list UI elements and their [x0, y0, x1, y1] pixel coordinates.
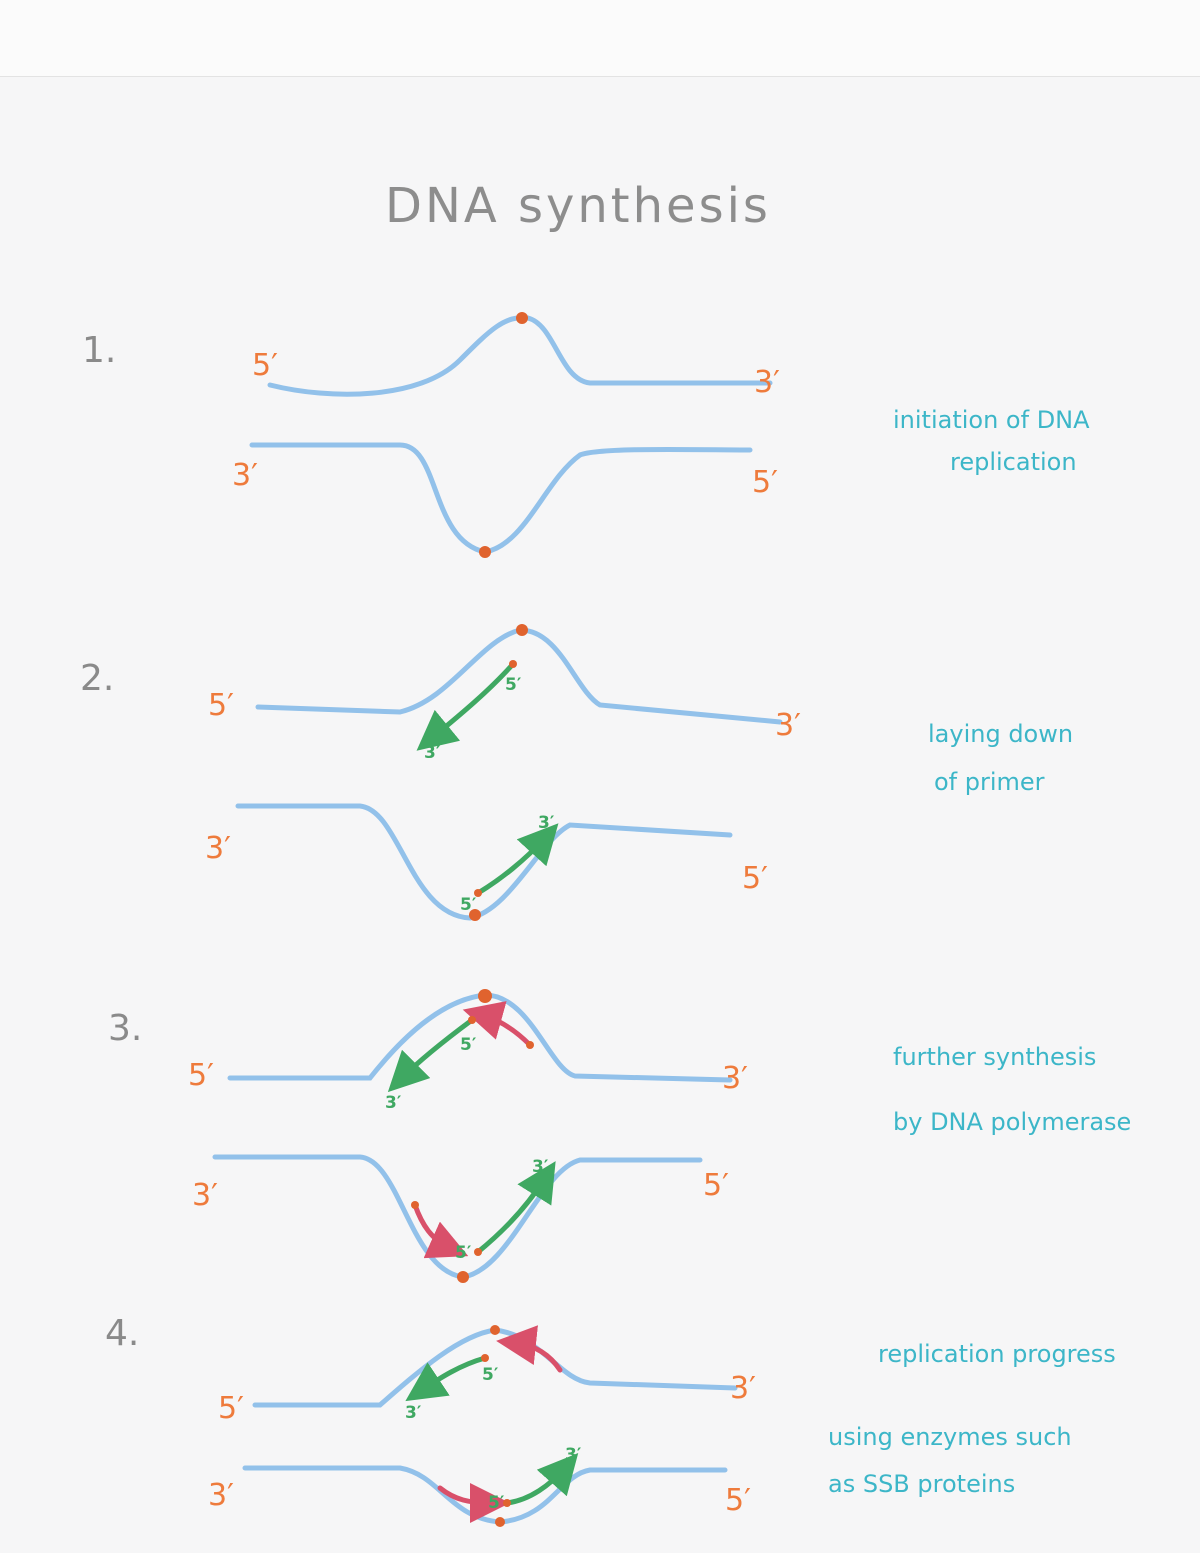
step-note: laying down	[928, 720, 1073, 748]
polymerase-arrow	[496, 1325, 563, 1373]
primer-start-dot	[481, 1354, 489, 1362]
top-strand	[267, 315, 773, 397]
end-label: 5′	[752, 465, 778, 500]
primer-arrow	[416, 661, 516, 751]
origin-dot	[495, 1517, 505, 1527]
step-note: using enzymes such	[828, 1423, 1072, 1451]
primer-label: 3′	[405, 1403, 422, 1423]
step-note: replication progress	[878, 1340, 1116, 1368]
end-label: 5′	[218, 1391, 244, 1426]
end-label: 5′	[252, 348, 278, 383]
primer-label: 3′	[565, 1445, 582, 1465]
end-label: 3′	[754, 365, 780, 400]
primer-start-dot	[468, 1016, 476, 1024]
primer-arrow	[475, 823, 559, 896]
end-label: 5′	[208, 688, 234, 723]
end-label: 5′	[188, 1058, 214, 1093]
end-label: 5′	[742, 861, 768, 896]
bottom-strand	[249, 442, 753, 555]
origin-dot	[457, 1271, 469, 1283]
step-note: initiation of DNA	[893, 406, 1090, 434]
step-1: 1. 5′ 3′ 3′ 5′ initiation of DNA replica…	[82, 312, 1090, 558]
end-label: 5′	[725, 1483, 751, 1518]
primer-start-dot	[503, 1499, 511, 1507]
primer-label: 3′	[538, 813, 555, 833]
origin-dot	[479, 546, 491, 558]
primer-label: 5′	[460, 895, 477, 915]
step-number: 4.	[105, 1313, 139, 1354]
end-label: 3′	[208, 1478, 234, 1513]
step-2: 2. 5′ 3′ 3′ 5′ 5′ 3′ 5′ 3′ laying down o…	[80, 624, 1073, 921]
primer-label: 5′	[482, 1365, 499, 1385]
step-number: 2.	[80, 658, 114, 699]
end-label: 5′	[703, 1168, 729, 1203]
step-4: 4. 5′ 3′ 3′ 5′ 5′ 3′ 5′ 3′ replication p…	[105, 1313, 1116, 1527]
step-note: by DNA polymerase	[893, 1108, 1131, 1136]
polymerase-arrow	[437, 1482, 510, 1523]
origin-dot	[516, 624, 528, 636]
origin-dot	[478, 989, 492, 1003]
primer-label: 3′	[424, 743, 441, 763]
end-label: 3′	[775, 708, 801, 743]
end-label: 3′	[722, 1061, 748, 1096]
step-number: 3.	[108, 1008, 142, 1049]
origin-dot	[469, 909, 481, 921]
scan-margin	[0, 0, 1200, 77]
end-label: 3′	[232, 458, 258, 493]
polymerase-arrow	[412, 1202, 469, 1259]
origin-dot	[490, 1325, 500, 1335]
leading-strand-arrow	[405, 1355, 488, 1402]
primer-label: 3′	[385, 1093, 402, 1113]
step-number: 1.	[82, 330, 116, 371]
diagram-title: DNA synthesis	[385, 178, 771, 234]
leading-strand-arrow	[504, 1453, 579, 1506]
end-label: 3′	[205, 831, 231, 866]
step-note: replication	[950, 448, 1077, 476]
step-3: 3. 5′ 3′ 3′ 5′ 5′ 3′ 5′ 3′ further synth…	[108, 989, 1131, 1283]
polymerase-arrow	[462, 1001, 533, 1048]
step-note: of primer	[934, 768, 1045, 796]
primer-start-dot	[509, 660, 517, 668]
bottom-strand	[235, 803, 733, 921]
primer-label: 5′	[455, 1243, 472, 1263]
top-strand	[227, 992, 733, 1083]
primer-label: 5′	[505, 675, 522, 695]
leading-strand-arrow	[475, 1161, 556, 1255]
origin-dot	[516, 312, 528, 324]
primer-label: 3′	[532, 1157, 549, 1177]
step-note: further synthesis	[893, 1043, 1096, 1071]
polymerase-dot	[526, 1041, 534, 1049]
polymerase-dot	[411, 1201, 419, 1209]
primer-label: 5′	[488, 1493, 505, 1513]
primer-start-dot	[474, 889, 482, 897]
bottom-strand	[242, 1465, 728, 1525]
primer-label: 5′	[460, 1035, 477, 1055]
end-label: 3′	[192, 1178, 218, 1213]
end-label: 3′	[730, 1371, 756, 1406]
step-note: as SSB proteins	[828, 1470, 1015, 1498]
primer-start-dot	[474, 1248, 482, 1256]
